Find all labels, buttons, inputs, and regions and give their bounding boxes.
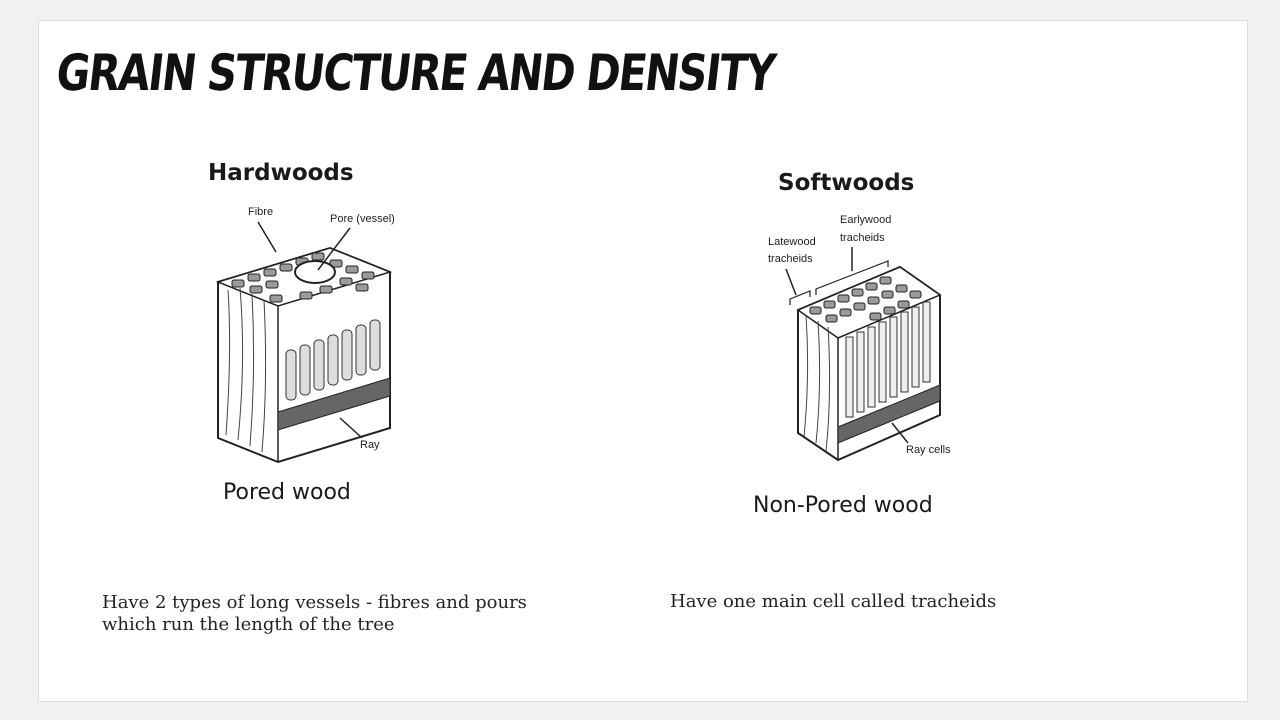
softwoods-subtitle: Non-Pored wood: [753, 493, 933, 518]
softwoods-description: Have one main cell called tracheids: [670, 591, 996, 613]
page-title: Grain Structure and Density: [53, 44, 778, 102]
ray-label: Ray: [360, 439, 380, 451]
latewood-label-line2: tracheids: [768, 253, 813, 265]
softwoods-heading: Softwoods: [778, 170, 915, 196]
hardwoods-description: Have 2 types of long vessels - fibres an…: [102, 592, 527, 636]
pore-label: Pore (vessel): [330, 213, 395, 225]
fibre-label: Fibre: [248, 206, 273, 218]
softwood-grain-lines: [803, 314, 831, 452]
pore-vessel-shape: [294, 260, 336, 284]
softwood-cell-diagram: Latewood tracheids Earlywood tracheids R…: [768, 214, 951, 462]
hardwood-cell-diagram: Fibre Pore (vessel) Ray: [215, 206, 395, 464]
earlywood-label: Earlywood: [840, 214, 891, 226]
softwood-tracheid-columns: [845, 301, 931, 418]
hardwood-grain-lines: [225, 287, 267, 453]
ray-cells-label: Ray cells: [906, 444, 951, 456]
hardwood-ray-band: [277, 377, 391, 431]
hardwoods-heading: Hardwoods: [208, 160, 354, 186]
hardwood-vessel-rows: [285, 319, 381, 401]
hardwoods-description-line: which run the length of the tree: [102, 614, 395, 635]
softwood-tracheid-cells: [809, 276, 922, 323]
softwood-ray-band: [837, 384, 941, 444]
earlywood-label-line2: tracheids: [840, 232, 885, 244]
latewood-label: Latewood: [768, 236, 816, 248]
hardwoods-subtitle: Pored wood: [223, 480, 351, 505]
softwoods-description-line: Have one main cell called tracheids: [670, 591, 997, 612]
hardwood-fibre-cells: [231, 252, 375, 303]
hardwoods-description-line: Have 2 types of long vessels - fibres an…: [102, 592, 527, 613]
